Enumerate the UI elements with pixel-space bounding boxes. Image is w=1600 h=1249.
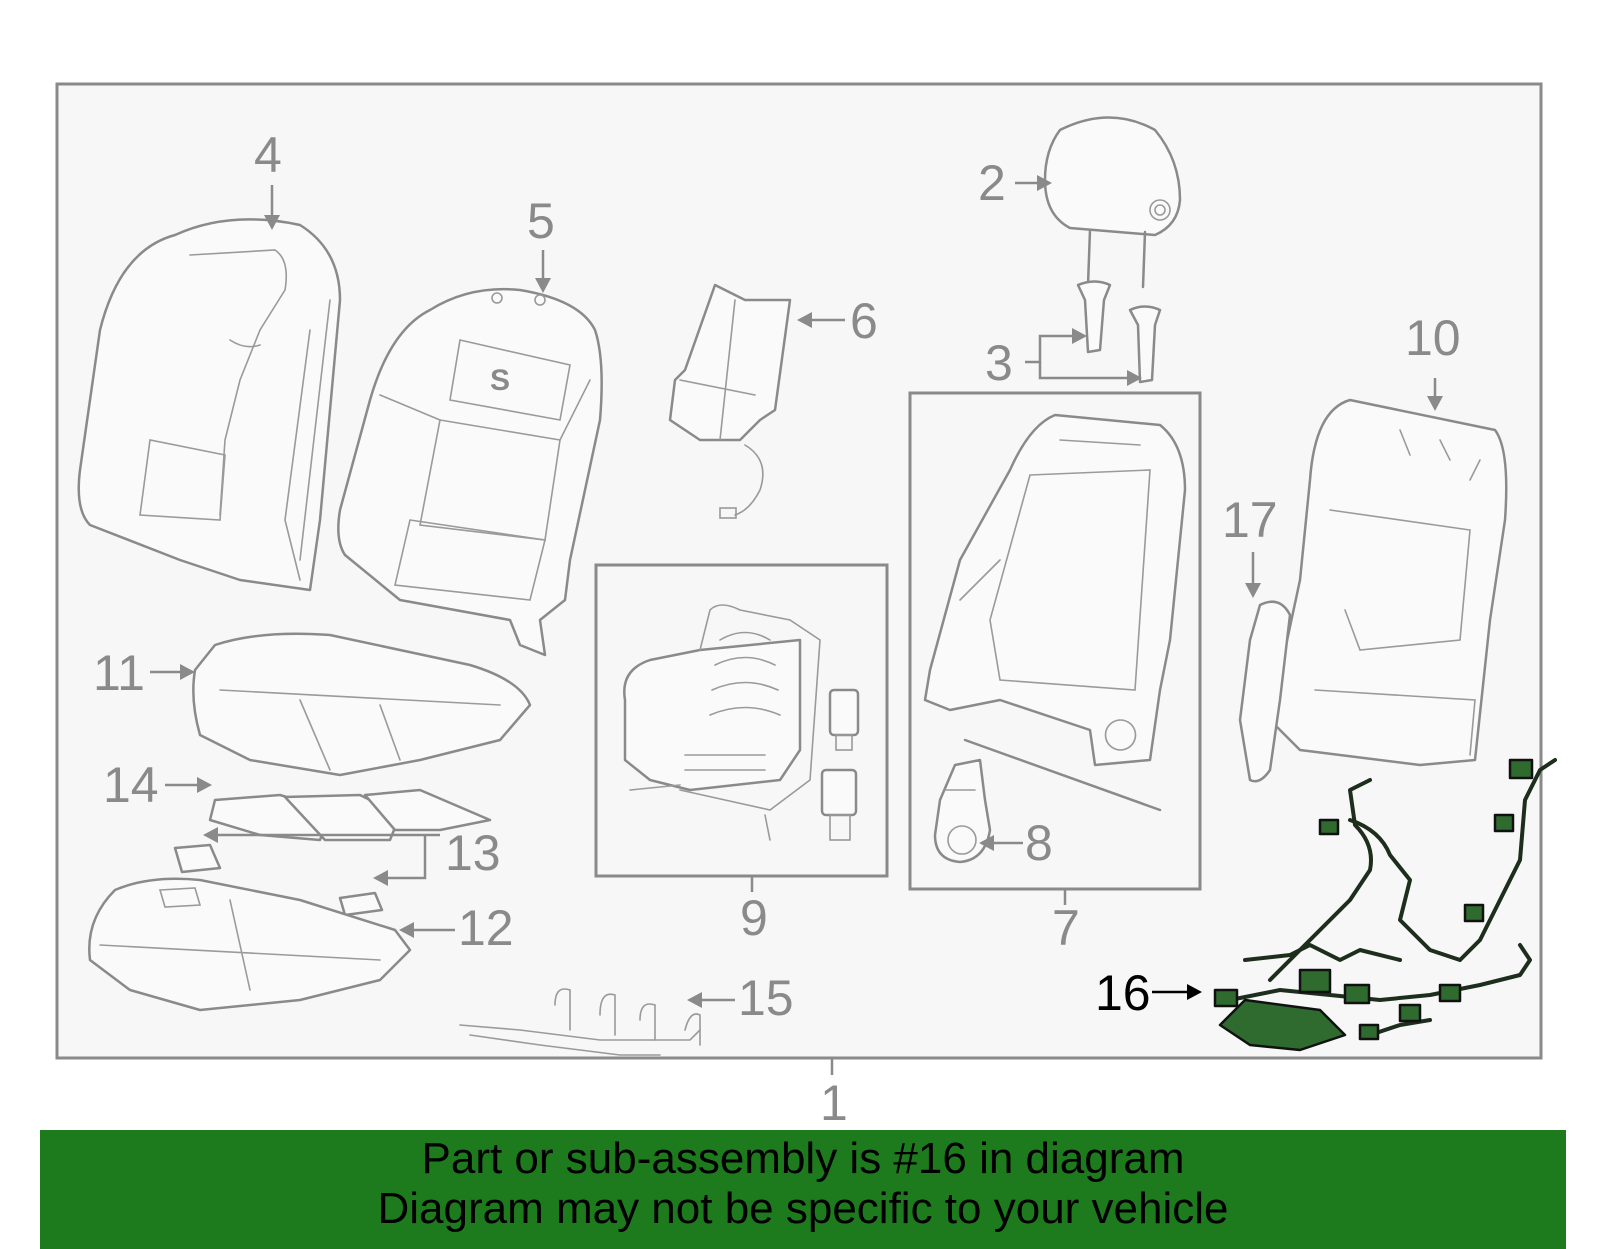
part-16-wiring-harness[interactable] [1213, 758, 1557, 1052]
leader-lines [150, 175, 1443, 1075]
box-9 [594, 563, 889, 878]
callout-4: 4 [254, 127, 282, 183]
callout-5: 5 [527, 193, 555, 249]
callout-17: 17 [1222, 492, 1278, 548]
callout-6: 6 [850, 293, 878, 349]
callout-13: 13 [445, 825, 501, 881]
callout-10: 10 [1405, 310, 1461, 366]
callout-2: 2 [978, 155, 1006, 211]
part-13-sensors[interactable] [173, 843, 384, 917]
banner-part-notice: Part or sub-assembly is #16 in diagram [421, 1134, 1185, 1183]
part-17-side-trim[interactable] [1238, 600, 1292, 783]
part-14-heater-pads[interactable] [208, 788, 492, 842]
callout-7: 7 [1052, 900, 1080, 956]
part-9-cushion-frame-assembly[interactable] [623, 604, 860, 841]
callout-3: 3 [985, 335, 1013, 391]
box-7 [908, 391, 1202, 891]
part-12-cushion-pad[interactable] [88, 877, 412, 1012]
callout-9: 9 [740, 890, 768, 946]
callout-16: 16 [1095, 965, 1151, 1021]
callout-8: 8 [1025, 815, 1053, 871]
part-4-seatback-cover[interactable] [77, 218, 342, 592]
part-5-seatback-pad[interactable]: S [337, 287, 603, 657]
part-10-seatback-panel[interactable] [1268, 398, 1508, 767]
part-7-seatback-frame[interactable] [923, 413, 1187, 812]
callout-11: 11 [93, 645, 145, 701]
notice-banner: Part or sub-assembly is #16 in diagram D… [40, 1130, 1566, 1249]
svg-text:S: S [490, 364, 510, 397]
callout-1: 1 [820, 1075, 848, 1131]
banner-vehicle-disclaimer: Diagram may not be specific to your vehi… [377, 1184, 1229, 1233]
callout-15: 15 [738, 970, 794, 1026]
part-15-cushion-wires[interactable] [459, 988, 701, 1056]
part-6-lumbar-module[interactable] [668, 283, 792, 519]
callout-12: 12 [458, 900, 514, 956]
callout-14: 14 [103, 757, 159, 813]
part-3-headrest-guides[interactable] [1076, 280, 1162, 384]
callout-numbers: 4 5 2 6 3 10 17 11 14 13 12 15 8 9 7 1 1… [93, 127, 1461, 1131]
part-11-cushion-cover[interactable] [192, 632, 532, 777]
part-8-motor[interactable] [933, 758, 992, 864]
